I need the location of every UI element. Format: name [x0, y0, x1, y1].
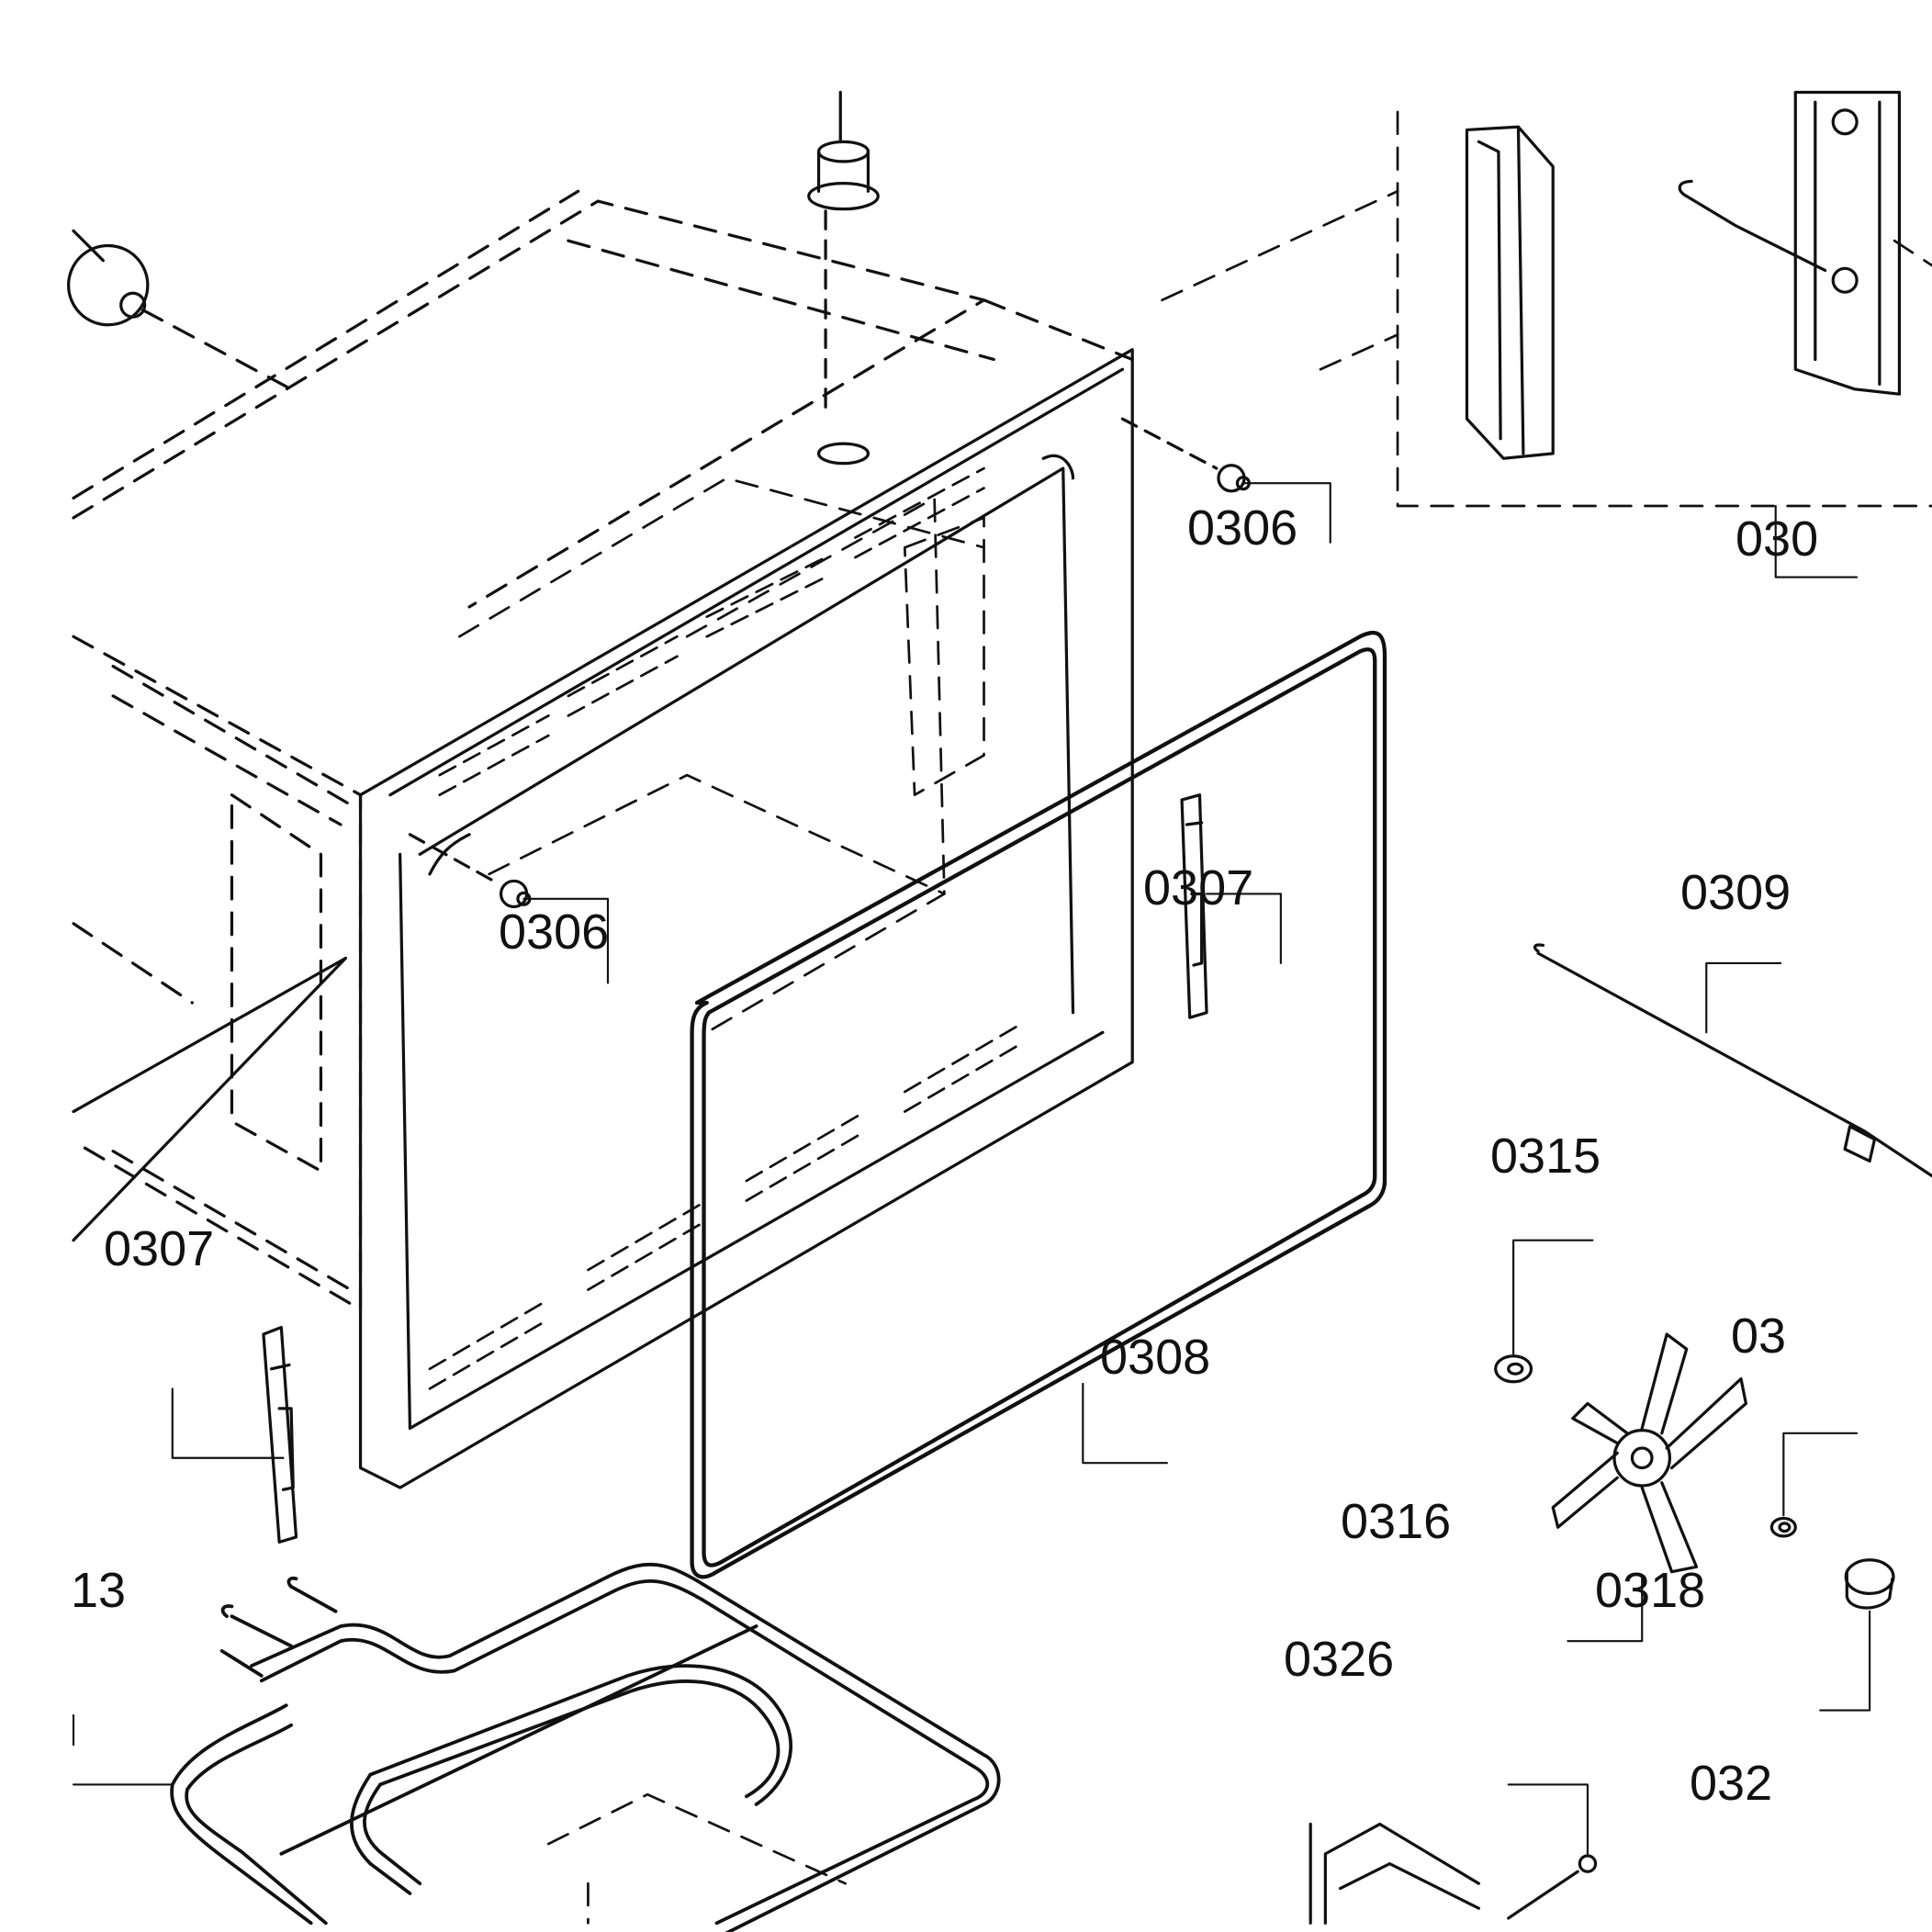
label-0307-left: 0307 [104, 1221, 215, 1276]
leader-lines [72, 482, 1871, 1855]
diagram-canvas: 0306 030 0306 0307 0309 0307 0308 0315 0… [66, 73, 1932, 1932]
label-0315: 0315 [1490, 1129, 1601, 1184]
cavity-back-wall [457, 477, 985, 1034]
label-0318: 0318 [1595, 1563, 1706, 1618]
door-seal-0308 [690, 630, 1387, 1579]
label-03-cut: 03 [1731, 1309, 1787, 1364]
subassembly-box [1161, 110, 1932, 508]
label-032-cut-bottom: 032 [1690, 1756, 1773, 1811]
washer-0315 [1494, 1354, 1533, 1384]
label-13-cut: 13 [71, 1563, 127, 1618]
exploded-oven-diagram [66, 90, 1932, 1932]
label-0307-right: 0307 [1143, 860, 1254, 915]
heating-element-0313 [170, 1562, 1001, 1932]
cavity-top-panel [72, 189, 1134, 609]
shelf-rail-0326 [1309, 1822, 1598, 1925]
small-washer-part [1769, 1516, 1797, 1538]
frame-slots [428, 466, 1025, 1390]
shelf-support-0307-right [1180, 793, 1208, 1019]
front-frame [358, 348, 1134, 1489]
label-0316: 0316 [1341, 1494, 1452, 1549]
cap-0318 [1844, 1558, 1895, 1610]
temperature-sensor-0309 [1533, 943, 1932, 1178]
cover-plate-part [1465, 125, 1555, 460]
detail-pointer-lines [72, 922, 347, 1242]
control-bracket-part [1678, 90, 1902, 396]
fan-blade-0316 [1551, 1332, 1748, 1574]
top-left-fitting-part [66, 229, 293, 391]
shelf-support-0307-left [262, 1325, 298, 1544]
label-0326: 0326 [1284, 1632, 1395, 1687]
lamp-socket-part [807, 90, 880, 466]
label-0309: 0309 [1680, 865, 1792, 920]
fastener-0306-center [408, 833, 532, 909]
label-030-cut-right: 030 [1735, 511, 1819, 567]
heater-recess [546, 1792, 847, 1925]
label-0306-top-right: 0306 [1187, 500, 1298, 556]
fastener-0306-right [1120, 417, 1251, 493]
label-0306-center: 0306 [499, 904, 610, 960]
label-0308: 0308 [1100, 1330, 1211, 1385]
